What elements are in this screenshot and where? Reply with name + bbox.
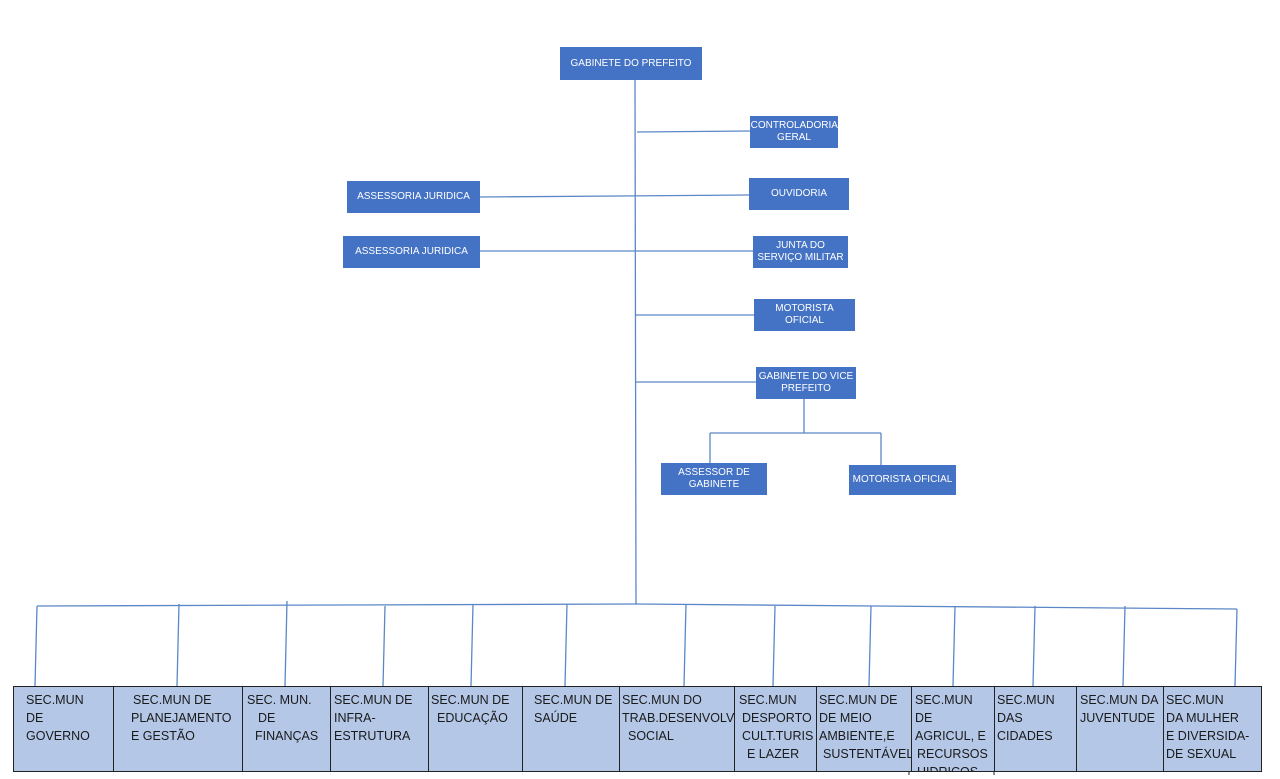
junta-servico-militar-box: JUNTA DO SERVIÇO MILITAR	[753, 236, 848, 268]
secretaria-line: RECURSOS	[917, 747, 988, 761]
secretaria-cidades: SEC.MUN DAS CIDADES	[994, 686, 1076, 772]
secretaria-line: E LAZER	[747, 747, 800, 761]
ouvidoria-box: OUVIDORIA	[749, 178, 849, 210]
secretaria-line: PLANEJAMENTO	[131, 711, 232, 725]
secretaria-line: DE GOVERNO	[26, 711, 90, 743]
secretaria-line: HIDRICOS	[917, 765, 979, 772]
secretaria-line: AMBIENTE,E	[819, 729, 895, 743]
secretaria-planejamento: SEC.MUN DE PLANEJAMENTO E GESTÃO	[113, 686, 242, 772]
secretaria-meio-ambiente: SEC.MUN DE DE MEIO AMBIENTE,E SUSTENTÁVE…	[816, 686, 911, 772]
secretaria-line: SAÚDE	[534, 711, 578, 725]
motorista-oficial-vice-box: MOTORISTA OFICIAL	[849, 465, 956, 495]
assessoria-juridica-1-box: ASSESSORIA JURIDICA	[347, 181, 480, 213]
secretaria-line: E DIVERSIDA-	[1166, 729, 1250, 743]
controladoria-box: CONTROLADORIA GERAL	[750, 116, 838, 148]
secretaria-line: INFRA-	[334, 711, 376, 725]
assessoria-juridica-2-box: ASSESSORIA JURIDICA	[343, 236, 480, 268]
secretaria-line: DE MEIO	[819, 711, 872, 725]
gabinete-vice-prefeito-box: GABINETE DO VICE PREFEITO	[756, 367, 856, 399]
secretaria-line: SEC. MUN.	[247, 693, 312, 707]
secretaria-infraestrutura: SEC.MUN DE INFRA- ESTRUTURA	[330, 686, 428, 772]
secretaria-line: DE SEXUAL	[1166, 747, 1237, 761]
secretaria-line: JUVENTUDE	[1080, 711, 1156, 725]
gabinete-prefeito-box: GABINETE DO PREFEITO	[560, 47, 702, 80]
secretaria-line: DAS CIDADES	[997, 711, 1053, 743]
secretaria-line: SEC.MUN DO	[622, 693, 702, 707]
motorista-oficial-box: MOTORISTA OFICIAL	[754, 299, 855, 331]
secretaria-line: SEC.MUN	[997, 693, 1055, 707]
secretaria-line: AGRICUL, E	[915, 729, 986, 743]
assessor-gabinete-box: ASSESSOR DE GABINETE	[661, 463, 767, 495]
secretaria-line: DESPORTO	[742, 711, 812, 725]
secretaria-mulher-diversidade-sexual: SEC.MUN DA MULHER E DIVERSIDA- DE SEXUAL	[1163, 686, 1262, 772]
secretaria-line: SUSTENTÁVEL	[823, 747, 911, 761]
secretaria-agricultura-recursos-hidricos: SEC.MUN DE AGRICUL, E RECURSOS HIDRICOS	[911, 686, 994, 772]
secretaria-line: SEC.MUN	[1166, 693, 1224, 707]
secretaria-line: CULT.TURIS	[742, 729, 814, 743]
secretaria-line: SEC.MUN DE	[915, 693, 973, 725]
secretaria-line: E GESTÃO	[131, 729, 195, 743]
secretaria-desporto-cultura-turismo: SEC.MUN DESPORTO CULT.TURIS E LAZER	[734, 686, 816, 772]
secretaria-financas: SEC. MUN. DE FINANÇAS	[242, 686, 330, 772]
secretaria-line: SOCIAL	[628, 729, 674, 743]
secretaria-line: EDUCAÇÃO	[437, 711, 508, 725]
secretaria-line: DE	[258, 711, 276, 725]
secretaria-trabalho-desenvolvimento-social: SEC.MUN DO TRAB.DESENVOLV SOCIAL	[619, 686, 734, 772]
secretaria-line: SEC.MUN DE	[431, 693, 510, 707]
secretaria-line: ESTRUTURA	[334, 729, 411, 743]
secretaria-line: SEC.MUN DE	[534, 693, 613, 707]
secretaria-line: SEC.MUN	[739, 693, 797, 707]
secretaria-line: FINANÇAS	[255, 729, 319, 743]
secretaria-line: SEC.MUN DE	[334, 693, 413, 707]
secretaria-line: TRAB.DESENVOLV	[622, 711, 734, 725]
secretaria-line: SEC.MUN DE	[133, 693, 212, 707]
secretaria-line: DA MULHER	[1166, 711, 1239, 725]
secretaria-line: SEC.MUN DE	[819, 693, 898, 707]
secretaria-governo: SEC.MUN DE GOVERNO	[13, 686, 113, 772]
secretaria-line: SEC.MUN	[26, 693, 84, 707]
secretaria-juventude: SEC.MUN DA JUVENTUDE	[1076, 686, 1163, 772]
secretaria-line: SEC.MUN DA	[1080, 693, 1159, 707]
secretaria-saude: SEC.MUN DE SAÚDE	[522, 686, 619, 772]
secretaria-educacao: SEC.MUN DE EDUCAÇÃO	[428, 686, 522, 772]
